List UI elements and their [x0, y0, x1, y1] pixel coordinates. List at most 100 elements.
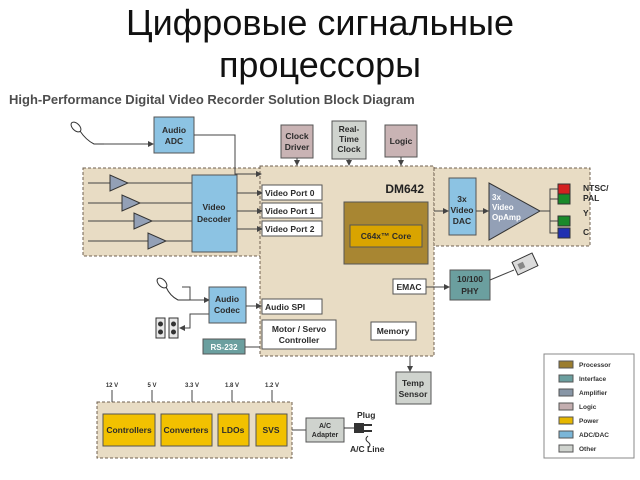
- audio-adc-label-1: Audio: [162, 125, 186, 135]
- ldos-block: [217, 413, 250, 447]
- video-dac-block: [448, 177, 477, 236]
- ac-adapter-label-1: A/C: [319, 423, 331, 430]
- slide-title-line-2: процессоры: [218, 44, 422, 85]
- amplifier-3: [133, 212, 154, 230]
- audio-adc-block: [153, 116, 195, 154]
- clock-driver-block: [280, 124, 314, 159]
- logic-label: Logic: [390, 136, 413, 146]
- svg-text:Logic: Logic: [579, 404, 597, 411]
- audio-codec-label-1: Audio: [215, 294, 239, 304]
- clock-driver-label-1: Clock: [285, 131, 308, 141]
- clock-driver-label-2: Driver: [285, 142, 310, 152]
- dm642-label: DM642: [385, 182, 424, 196]
- temp-sensor-label-1: Temp: [402, 378, 424, 388]
- converters-label: Converters: [164, 425, 209, 435]
- legend-item-power: Power: [558, 416, 599, 425]
- video-dac-label-3: DAC: [453, 216, 471, 226]
- microphone-2-icon: [156, 277, 190, 301]
- phy-label-2: PHY: [461, 286, 479, 296]
- video-dac-label-1: 3x: [457, 194, 467, 204]
- rtc-label-3: Clock: [337, 144, 360, 154]
- video-port-2-label: Video Port 2: [265, 224, 315, 234]
- logic-block: [384, 124, 418, 158]
- ethernet-connector-icon: [511, 252, 539, 276]
- output-lines: [540, 188, 558, 234]
- slide-title: Цифровые сигнальные процессоры: [0, 2, 640, 86]
- ac-line-label: A/C Line: [350, 444, 385, 454]
- temp-sensor-label-2: Sensor: [399, 389, 429, 399]
- legend-item-interface: Interface: [558, 374, 606, 383]
- legend-item-amplifier: Amplifier: [558, 388, 608, 397]
- diagram-heading: High-Performance Digital Video Recorder …: [9, 92, 415, 107]
- plug-label: Plug: [357, 410, 375, 420]
- svg-text:Other: Other: [579, 446, 597, 453]
- svg-text:Interface: Interface: [579, 376, 606, 383]
- legend-item-processor: Processor: [558, 360, 611, 369]
- memory-block: [370, 321, 417, 341]
- video-decoder-label-2: Decoder: [197, 214, 232, 224]
- rtc-label-1: Real-: [339, 124, 360, 134]
- video-dac-label-2: Video: [451, 205, 474, 215]
- rtc-block: [331, 120, 367, 160]
- output-pal-label: PAL: [583, 193, 599, 203]
- voltage-1v8: 1.8 V: [225, 383, 239, 389]
- legend-item-logic: Logic: [558, 402, 597, 411]
- audio-spi-label: Audio SPI: [265, 302, 305, 312]
- video-port-0-label: Video Port 0: [265, 188, 315, 198]
- svg-text:Processor: Processor: [579, 362, 611, 369]
- rtc-label-2: Time: [339, 134, 359, 144]
- core-label: C64x™ Core: [361, 231, 412, 241]
- svs-label: SVS: [262, 425, 279, 435]
- video-opamp-label-3: OpAmp: [492, 213, 521, 222]
- legend-item-adc-dac: ADC/DAC: [558, 430, 609, 439]
- output-c-label: C: [583, 227, 589, 237]
- slide-title-line-1: Цифровые сигнальные: [125, 2, 515, 43]
- phy-label-1: 10/100: [457, 274, 483, 284]
- amplifier-4: [147, 232, 168, 250]
- converters-block: [160, 413, 213, 447]
- phy-block: [449, 269, 491, 301]
- ldos-label: LDOs: [222, 425, 245, 435]
- video-decoder-label-1: Video: [203, 202, 226, 212]
- audio-codec-block: [208, 286, 247, 324]
- legend-item-other: Other: [558, 444, 597, 453]
- amplifier-1: [109, 174, 130, 192]
- audio-codec-label-2: Codec: [214, 305, 240, 315]
- memory-label: Memory: [377, 326, 410, 336]
- input-lines: [88, 182, 192, 242]
- video-opamp-block: [488, 182, 542, 241]
- voltage-3v3: 3.3 V: [185, 383, 199, 389]
- audio-spi-block: [261, 298, 323, 315]
- video-decoder-block: [191, 174, 238, 253]
- rs232-label: RS-232: [210, 343, 238, 352]
- amplifier-2: [121, 194, 142, 212]
- controllers-label: Controllers: [106, 425, 152, 435]
- output-y-label: Y: [583, 208, 589, 218]
- temp-sensor-block: [395, 371, 432, 405]
- svs-block: [255, 413, 288, 447]
- microphone-icon: [70, 121, 104, 145]
- voltage-1v2: 1.2 V: [265, 383, 279, 389]
- video-port-2: [261, 220, 323, 237]
- motor-servo-label-1: Motor / Servo: [272, 324, 326, 334]
- motor-servo-block: [261, 319, 337, 350]
- svg-text:Amplifier: Amplifier: [579, 390, 608, 397]
- svg-text:ADC/DAC: ADC/DAC: [579, 432, 609, 439]
- ac-adapter-block: [305, 417, 345, 443]
- plug-icon: [344, 423, 372, 449]
- audio-adc-label-2: ADC: [165, 136, 183, 146]
- voltage-rails: [111, 390, 273, 402]
- output-ntsc-label: NTSC/: [583, 183, 609, 193]
- speaker-icon: [155, 317, 179, 339]
- core-block: [349, 224, 423, 248]
- motor-servo-label-2: Controller: [279, 335, 320, 345]
- emac-label: EMAC: [396, 282, 421, 292]
- video-opamp-label-1: 3x: [492, 193, 501, 202]
- video-port-1-label: Video Port 1: [265, 206, 315, 216]
- video-port-1: [261, 202, 323, 219]
- voltage-5v: 5 V: [147, 383, 156, 389]
- svg-text:Power: Power: [579, 418, 599, 425]
- video-opamp-label-2: Video: [492, 203, 514, 212]
- voltage-12v: 12 V: [106, 383, 118, 389]
